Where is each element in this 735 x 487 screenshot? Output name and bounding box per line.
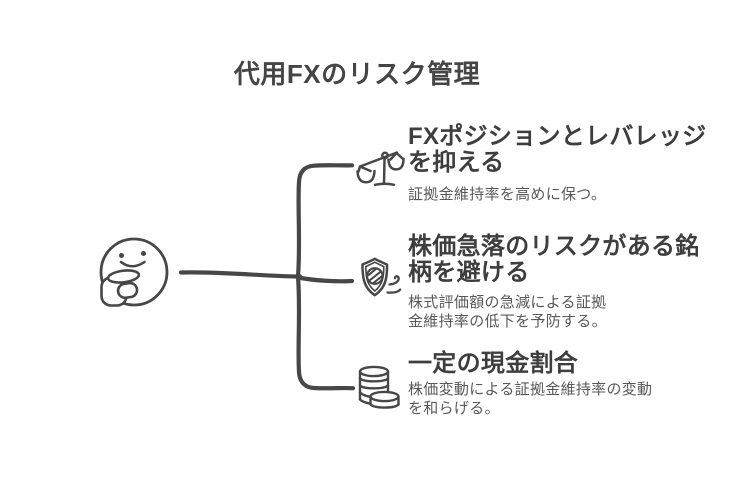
face-hand-thumb: [106, 269, 141, 284]
branch-description: 株価変動による証拠金維持率の変動 を和らげる。: [408, 381, 653, 417]
connector-branch-middle: [295, 275, 355, 284]
shield-icon: [361, 257, 402, 297]
balance-scale-icon: [356, 151, 405, 187]
thinking-face-icon: [99, 237, 169, 307]
branch-description: 株式評価額の急減による証拠 金維持率の低下を予防する。: [408, 294, 607, 330]
branch-heading: FXポジションとレバレッジ を抑える: [408, 123, 707, 176]
face-frown-mouth: [119, 260, 146, 268]
connector-branch-top: [295, 163, 355, 279]
face-left-eye: [119, 253, 124, 258]
connector-main: [178, 270, 300, 279]
connector-branch-bottom: [295, 274, 356, 391]
branch-heading: 一定の現金割合: [408, 350, 579, 377]
connector-lines: [178, 163, 356, 391]
coin-stack-icon: [358, 365, 400, 409]
face-hand-finger: [116, 281, 139, 300]
connector-junction: [295, 273, 303, 281]
face-right-eye: [141, 251, 146, 256]
page-title: 代用FXのリスク管理: [233, 59, 481, 89]
branch-heading: 株価急落のリスクがある銘 柄を避ける: [408, 233, 700, 286]
branch-description: 証拠金維持率を高めに保つ。: [408, 186, 607, 203]
